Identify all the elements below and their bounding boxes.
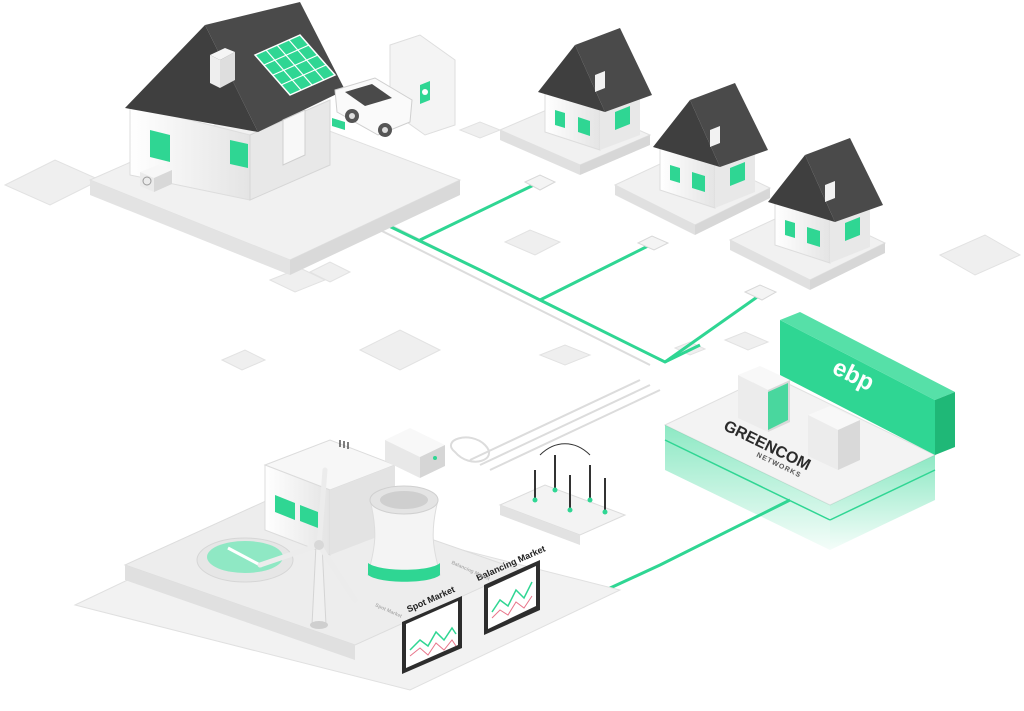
house-2 — [500, 28, 652, 175]
cooling-tower-icon — [368, 486, 440, 582]
substation-icon — [500, 444, 625, 545]
main-house — [125, 2, 345, 200]
ebp-data-center — [665, 312, 955, 550]
